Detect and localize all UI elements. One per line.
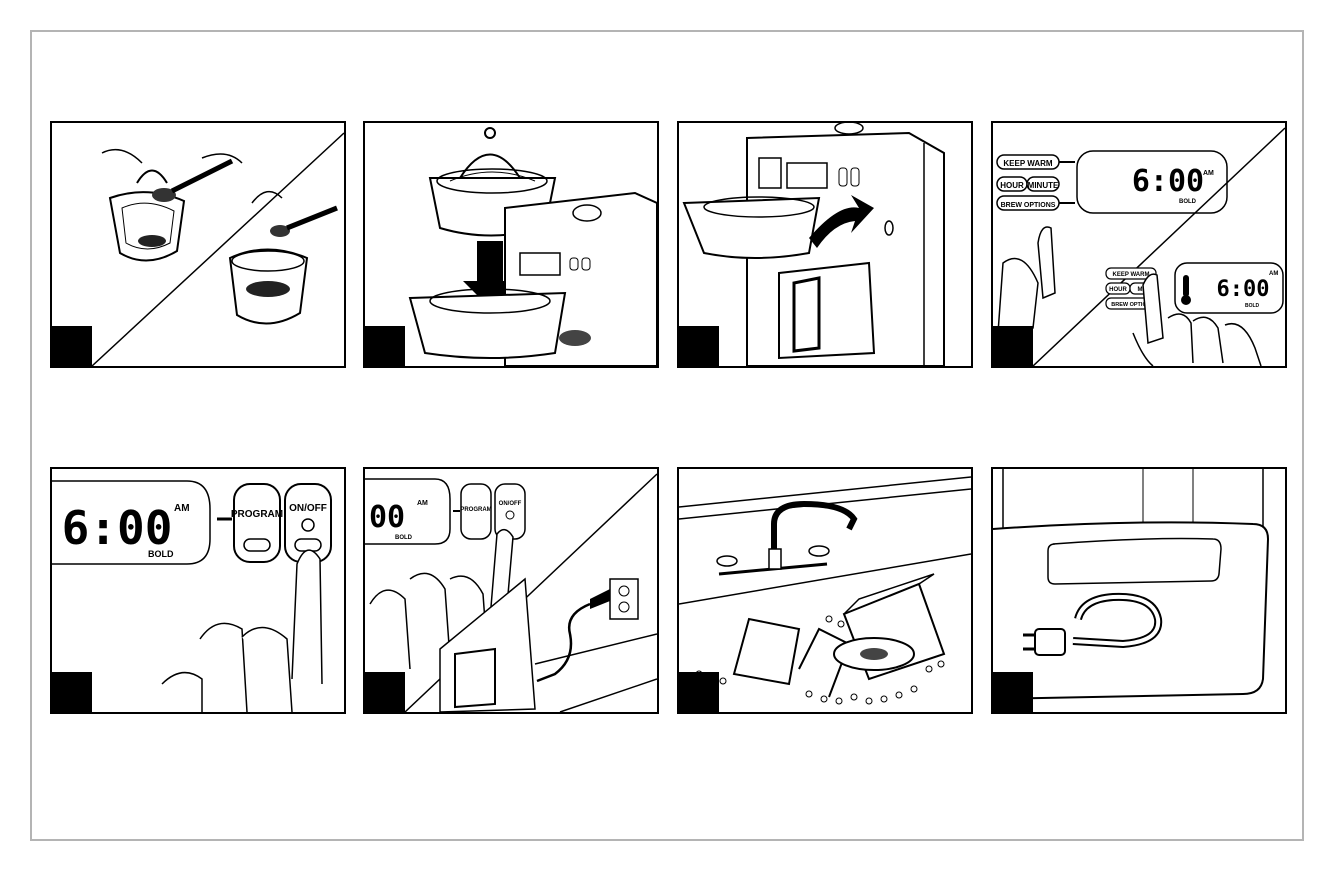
step-badge (993, 326, 1033, 366)
strength-indicator: BOLD (148, 549, 174, 559)
hour-small-label: HOUR (1109, 287, 1127, 293)
step-3-panel (677, 121, 973, 368)
clock-display: 6:00 (62, 501, 173, 555)
step-2-panel (363, 121, 659, 368)
step-3-illustration (679, 123, 971, 366)
minute-label: MINUTE (1028, 181, 1059, 190)
ampm-indicator: AM (1203, 170, 1214, 177)
step-8-illustration (993, 469, 1285, 712)
brew-options-label: BREW OPTIONS (1001, 202, 1056, 209)
on-off-button-label: ON/OFF (289, 503, 327, 514)
step-badge (679, 326, 719, 366)
hour-label: HOUR (1000, 181, 1024, 190)
step-4-illustration: KEEP WARM HOUR MINUTE BREW OPTIONS 6:00 … (993, 123, 1285, 366)
ampm-indicator: AM (174, 503, 190, 514)
strength-indicator: BOLD (1179, 199, 1197, 205)
on-off-button-label: ON/OFF (499, 501, 522, 507)
step-6-panel: 00 AM BOLD PROGRAM ON/OFF (363, 467, 659, 714)
strength-indicator: BOLD (395, 535, 413, 541)
step-badge (365, 326, 405, 366)
ampm-indicator-small: AM (1269, 271, 1278, 277)
step-5-panel: 6:00 AM BOLD PROGRAM ON/OFF (50, 467, 346, 714)
keep-warm-small-label: KEEP WARM (1113, 272, 1150, 278)
step-6-illustration: 00 AM BOLD PROGRAM ON/OFF (365, 469, 657, 712)
ampm-indicator: AM (417, 500, 428, 507)
step-1-panel (50, 121, 346, 368)
strength-indicator-small: BOLD (1245, 303, 1260, 309)
step-badge (679, 672, 719, 712)
clock-display: 00 (369, 500, 405, 535)
clock-display: 6:00 (1132, 164, 1204, 199)
step-7-illustration (679, 469, 971, 712)
step-1-illustration (52, 123, 344, 366)
step-badge (52, 326, 92, 366)
step-7-panel (677, 467, 973, 714)
step-4-panel: KEEP WARM HOUR MINUTE BREW OPTIONS 6:00 … (991, 121, 1287, 368)
step-5-illustration: 6:00 AM BOLD PROGRAM ON/OFF (52, 469, 344, 712)
keep-warm-label: KEEP WARM (1003, 159, 1053, 168)
clock-display-small: 6:00 (1217, 277, 1270, 302)
step-8-panel (991, 467, 1287, 714)
step-2-illustration (365, 123, 657, 366)
program-button-label: PROGRAM (231, 509, 283, 520)
step-badge (52, 672, 92, 712)
step-badge (993, 672, 1033, 712)
step-badge (365, 672, 405, 712)
program-button-label: PROGRAM (460, 507, 491, 513)
